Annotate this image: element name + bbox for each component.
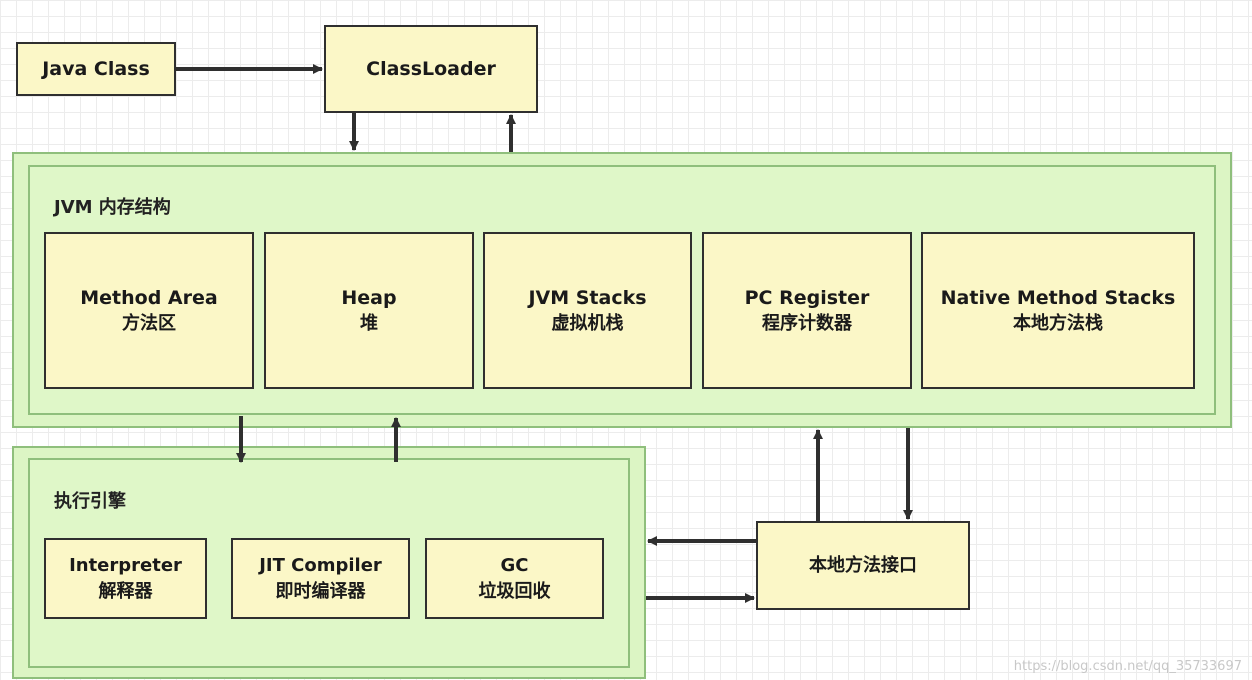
heap-zh: 堆 bbox=[360, 312, 378, 334]
interpreter-en: Interpreter bbox=[69, 554, 182, 576]
method-area-box: Method Area 方法区 bbox=[44, 232, 254, 389]
gc-box: GC 垃圾回收 bbox=[425, 538, 604, 619]
classloader-label: ClassLoader bbox=[366, 58, 496, 80]
classloader-box: ClassLoader bbox=[324, 25, 538, 113]
java-class-label: Java Class bbox=[42, 58, 150, 80]
java-class-box: Java Class bbox=[16, 42, 176, 96]
interpreter-zh: 解释器 bbox=[98, 580, 153, 602]
heap-box: Heap 堆 bbox=[264, 232, 474, 389]
native-interface-box: 本地方法接口 bbox=[756, 521, 970, 610]
execution-engine-title: 执行引擎 bbox=[54, 491, 126, 512]
watermark: https://blog.csdn.net/qq_35733697 bbox=[1013, 659, 1242, 674]
jit-compiler-box: JIT Compiler 即时编译器 bbox=[231, 538, 410, 619]
jvm-memory-title: JVM 内存结构 bbox=[54, 197, 171, 218]
native-method-stacks-box: Native Method Stacks 本地方法栈 bbox=[921, 232, 1195, 389]
jvm-stacks-box: JVM Stacks 虚拟机栈 bbox=[483, 232, 692, 389]
jvm-stacks-zh: 虚拟机栈 bbox=[551, 312, 624, 334]
native-method-stacks-zh: 本地方法栈 bbox=[1013, 312, 1103, 334]
native-method-stacks-en: Native Method Stacks bbox=[940, 286, 1176, 309]
pc-register-en: PC Register bbox=[744, 286, 870, 309]
gc-en: GC bbox=[500, 554, 529, 576]
pc-register-box: PC Register 程序计数器 bbox=[702, 232, 912, 389]
jit-compiler-en: JIT Compiler bbox=[259, 554, 382, 576]
gc-zh: 垃圾回收 bbox=[478, 580, 551, 602]
native-interface-label: 本地方法接口 bbox=[809, 554, 917, 576]
heap-en: Heap bbox=[341, 286, 397, 309]
jit-compiler-zh: 即时编译器 bbox=[275, 580, 366, 602]
jvm-stacks-en: JVM Stacks bbox=[528, 286, 647, 309]
method-area-zh: 方法区 bbox=[122, 312, 176, 334]
method-area-en: Method Area bbox=[80, 286, 218, 309]
pc-register-zh: 程序计数器 bbox=[762, 312, 852, 334]
interpreter-box: Interpreter 解释器 bbox=[44, 538, 207, 619]
